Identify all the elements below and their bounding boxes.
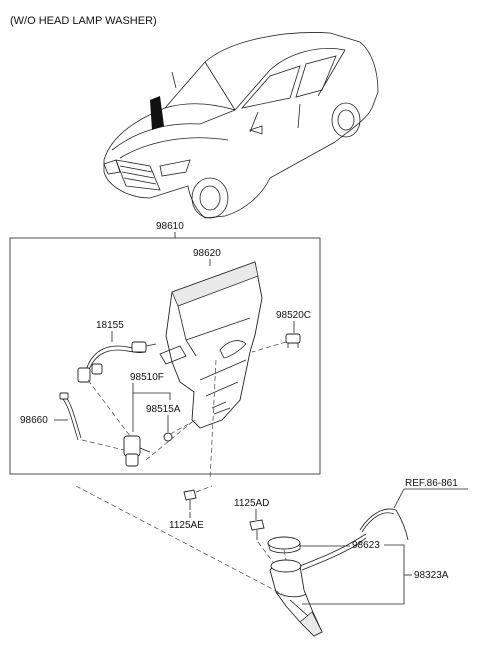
- reservoir-tank: [159, 261, 263, 429]
- label-98610: 98610: [156, 221, 184, 232]
- label-98623: 98623: [352, 540, 380, 551]
- washer-pump: [123, 435, 151, 467]
- filler-cap: [267, 536, 301, 554]
- label-98510F: 98510F: [130, 372, 164, 383]
- washer-hose: [59, 392, 82, 441]
- header-note: (W/O HEAD LAMP WASHER): [10, 15, 157, 27]
- filler-neck: [269, 533, 367, 637]
- grommet: [163, 432, 173, 442]
- ref-hose: [359, 508, 409, 541]
- label-98620: 98620: [193, 248, 221, 259]
- cap-sensor: [285, 333, 301, 348]
- wiring-harness: [77, 341, 157, 383]
- bolt-1125AD: [249, 519, 265, 540]
- label-98520C: 98520C: [276, 310, 311, 321]
- label-98660: 98660: [20, 415, 48, 426]
- label-98515A: 98515A: [146, 404, 181, 415]
- label-98323A: 98323A: [414, 570, 449, 581]
- label-18155: 18155: [96, 320, 124, 331]
- assembly-box: [9, 237, 321, 475]
- location-marker: [150, 96, 164, 130]
- label-1125AE: 1125AE: [169, 520, 204, 531]
- bolt-1125AE: [183, 489, 197, 510]
- car-illustration: [103, 32, 379, 219]
- label-ref-86-861: REF.86-861: [405, 478, 458, 489]
- label-1125AD: 1125AD: [234, 498, 269, 509]
